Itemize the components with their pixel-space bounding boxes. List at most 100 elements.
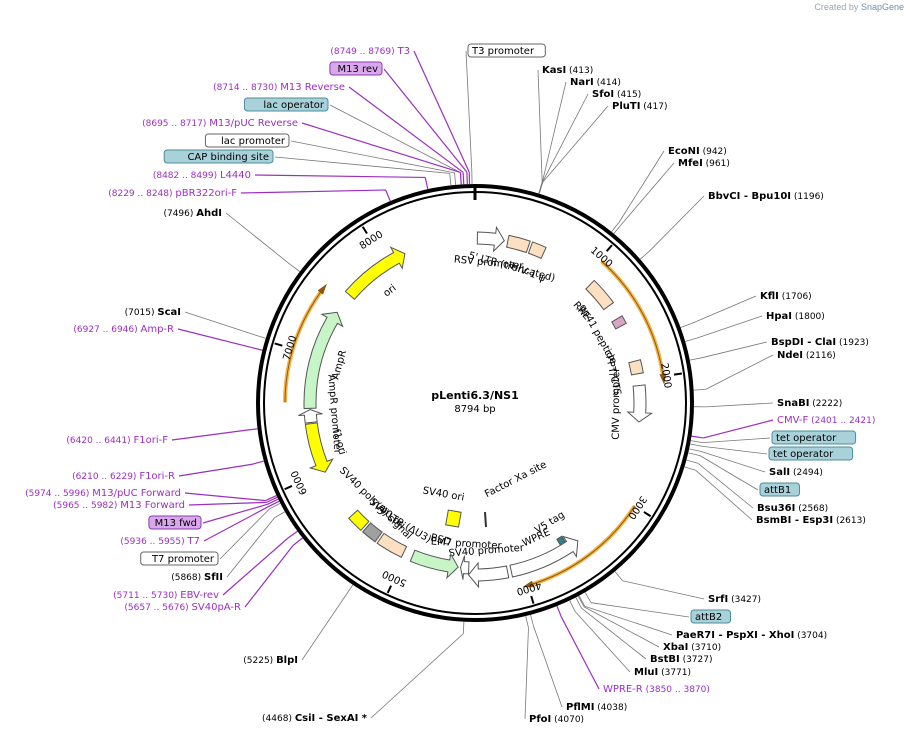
leader-line: [267, 498, 279, 505]
site-label: SrfI (3427): [614, 571, 761, 605]
site-label-text: tet operator: [773, 449, 834, 460]
leader-line: [584, 605, 673, 636]
site-label-box: [140, 551, 219, 566]
leader-line: [202, 503, 268, 524]
site-label-text: lac operator: [263, 100, 324, 111]
site-label-text: M13 fwd: [155, 518, 197, 529]
site-label: (6420 .. 6441) F1ori-F: [66, 428, 258, 446]
site-suffix: - PspXI - XhoI: [715, 630, 794, 641]
leader-line: [689, 357, 702, 361]
site-name: MluI: [634, 667, 658, 678]
site-label: (4468) CsiI - SexAI *: [262, 621, 465, 724]
leader-line: [348, 86, 464, 173]
site-position: (3427): [728, 595, 761, 605]
site-label-text: T3 promoter: [471, 46, 535, 57]
site-name: XbaI: [663, 642, 688, 653]
site-name: pBR322ori-F: [175, 188, 237, 199]
feature-5-ltr-truncated-: [506, 234, 531, 254]
feature-rre: [585, 279, 615, 311]
site-position: (2494): [790, 468, 823, 478]
leader-line: [701, 341, 768, 359]
site-name: T3: [397, 46, 410, 57]
leader-line: [287, 530, 298, 539]
feature-em7-promoter: [460, 555, 470, 580]
site-label-text: SnaBI (2222): [777, 398, 842, 409]
leader-line: [274, 511, 286, 519]
site-label-box: [759, 482, 800, 497]
orf-arc-outline: [528, 505, 636, 586]
site-name: PluTI: [612, 101, 640, 112]
site-position: (6420 .. 6441): [66, 436, 133, 446]
site-label-text: MfeI (961): [678, 158, 730, 169]
leader-line: [639, 251, 650, 260]
site-suffix: - ClaI: [804, 337, 836, 348]
site-label-text: PaeR7I - PspXI - XhoI (3704): [676, 630, 827, 641]
feature-sv40-poly-a-signal: [347, 509, 370, 532]
tick-label: 4000: [515, 579, 543, 597]
leader-line: [226, 517, 275, 578]
site-label-text: (5936 .. 5955) T7: [120, 536, 200, 547]
leader-line: [538, 182, 544, 194]
site-label-text: (6210 .. 6229) F1ori-R: [72, 471, 175, 482]
site-label-text: T7 promoter: [151, 554, 215, 565]
site-label-box: [771, 430, 857, 445]
site-position: (7015): [125, 308, 158, 318]
leader-line: [383, 68, 468, 173]
site-label: MfeI (961): [613, 158, 730, 234]
site-name: HpaI: [766, 311, 792, 322]
site-position: (942): [700, 147, 727, 157]
orf-arc: [527, 504, 637, 588]
feature-rsv-promoter: [476, 225, 505, 253]
leader-line: [219, 508, 270, 560]
tick-label: 8000: [358, 229, 385, 252]
site-label-text: (7496) AhdI: [163, 208, 222, 219]
site-label: NdeI (2116): [693, 350, 836, 391]
feature-label: EM7 promoter: [430, 537, 502, 552]
leader-line: [465, 50, 473, 173]
site-label: PfoI (4070): [524, 615, 584, 725]
site-label: EcoNI (942): [611, 146, 727, 233]
orf-arc-outline: [284, 288, 324, 403]
site-name: PfoI: [529, 714, 551, 725]
leader-line: [583, 606, 660, 648]
leader-line: [684, 466, 697, 471]
site-suffix: - Bpu10I: [740, 191, 791, 202]
site-label: PluTI (417): [538, 101, 667, 194]
leader-line: [177, 328, 251, 348]
leader-line: [541, 81, 567, 183]
site-label-text: Bsu36I (2568): [757, 503, 828, 514]
site-label: attB1: [688, 452, 800, 497]
credit-text: Created by SnapGene: [814, 2, 904, 12]
leader-line: [614, 571, 623, 581]
site-label-text: attB2: [695, 612, 722, 623]
leader-line: [560, 616, 600, 690]
leader-line: [289, 264, 301, 272]
site-name: T7: [187, 536, 200, 547]
site-position: (4070): [551, 715, 584, 725]
leader-line: [462, 621, 465, 634]
leader-line: [462, 172, 465, 185]
site-label: WPRE-R (3850 .. 3870): [556, 605, 710, 695]
site-label: (5868) SfII: [171, 511, 286, 583]
site-label-box: [329, 61, 383, 76]
tick-mark: [274, 342, 283, 347]
site-label: T7 promoter: [140, 502, 281, 566]
leader-line: [301, 122, 461, 174]
site-position: (413): [566, 66, 593, 76]
leader-line: [385, 189, 391, 202]
site-label: PaeR7I - PspXI - XhoI (3704): [578, 595, 827, 641]
site-label-text: (7015) ScaI: [125, 307, 181, 318]
site-label: (8714 .. 8730) M13 Reverse: [213, 82, 465, 185]
tick-label: 6000: [289, 469, 310, 497]
site-label: (6210 .. 6229) F1ori-R: [72, 460, 264, 482]
site-name: BsmBI: [756, 515, 791, 526]
leader-line: [292, 537, 303, 546]
site-label: BstBI (3727): [575, 597, 713, 665]
site-label-box: [204, 133, 290, 148]
leader-line: [691, 295, 757, 324]
leader-line: [266, 496, 278, 503]
site-position: (8482 .. 8499): [153, 171, 220, 181]
site-label: (5711 .. 5730) EBV-rev: [113, 530, 298, 601]
leader-line: [184, 311, 255, 336]
site-position: (8749 .. 8769): [330, 47, 397, 57]
